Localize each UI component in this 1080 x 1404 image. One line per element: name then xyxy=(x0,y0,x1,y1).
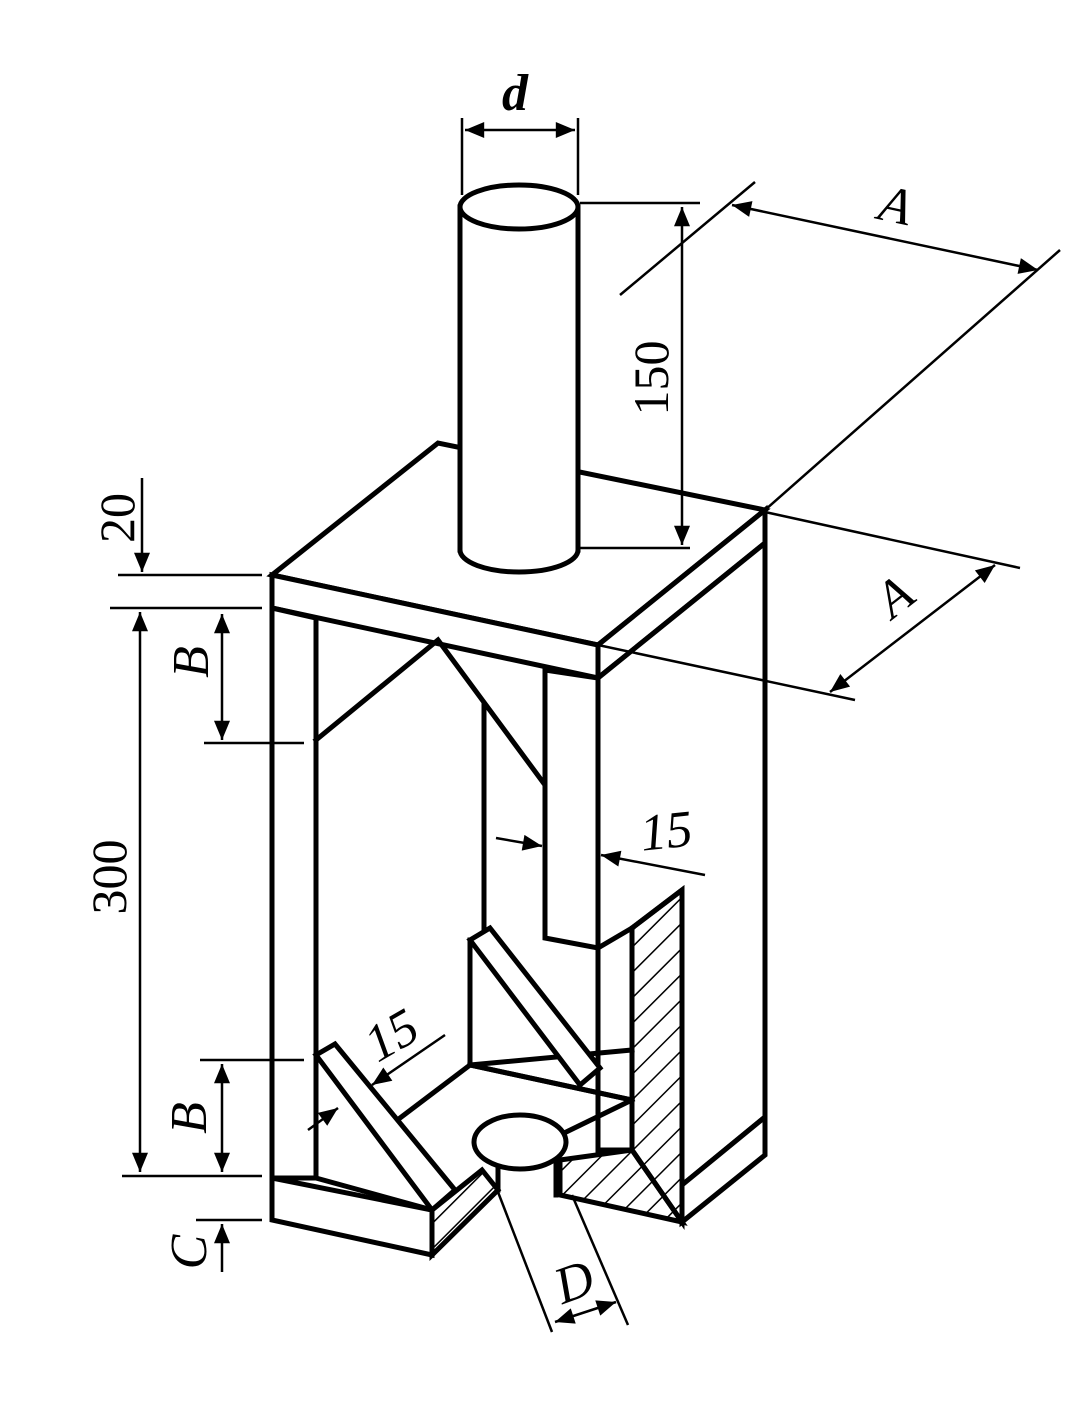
cavity-bottom-back xyxy=(467,1047,635,1068)
upper-diagonal-rib xyxy=(466,924,604,1089)
bottom-plate-top-edge xyxy=(312,1174,436,1214)
label-20: 20 xyxy=(89,493,145,543)
dim-B-bottom: B xyxy=(161,1058,304,1173)
cavity-floor-right xyxy=(556,1096,636,1139)
dim-300: 300 xyxy=(81,612,262,1178)
label-15-lower: 15 xyxy=(355,998,429,1073)
label-C: C xyxy=(161,1233,218,1269)
center-divider xyxy=(542,667,601,952)
box-body xyxy=(266,440,771,1261)
divider-slope xyxy=(594,924,636,952)
cylinder-top-ellipse xyxy=(457,182,581,232)
label-D: D xyxy=(546,1249,602,1316)
label-B-bottom: B xyxy=(161,1102,218,1134)
hatched-bottom-right xyxy=(557,1147,688,1226)
label-150: 150 xyxy=(623,341,679,416)
label-15-upper: 15 xyxy=(637,801,695,863)
label-A-top: A xyxy=(871,174,917,237)
dim-20: 20 xyxy=(89,478,262,610)
cylinder-sprue xyxy=(457,182,581,575)
label-d: d xyxy=(502,65,529,122)
dim-D: D xyxy=(496,1191,630,1333)
dim-150: 150 xyxy=(580,201,700,550)
dim-B-top: B xyxy=(163,614,304,745)
label-300: 300 xyxy=(81,840,137,915)
cavity-floor-left xyxy=(396,1061,474,1122)
pour-hole xyxy=(471,1112,569,1172)
left-wall-front xyxy=(269,604,319,1181)
label-B-top: B xyxy=(163,646,220,678)
dim-C: C xyxy=(161,1218,262,1272)
dim-d: d xyxy=(460,65,580,195)
interior-back-left xyxy=(312,636,549,789)
label-A-side: A xyxy=(862,565,925,631)
dim-15-upper: 15 xyxy=(495,801,706,877)
dim-A-top: A xyxy=(619,174,1061,511)
